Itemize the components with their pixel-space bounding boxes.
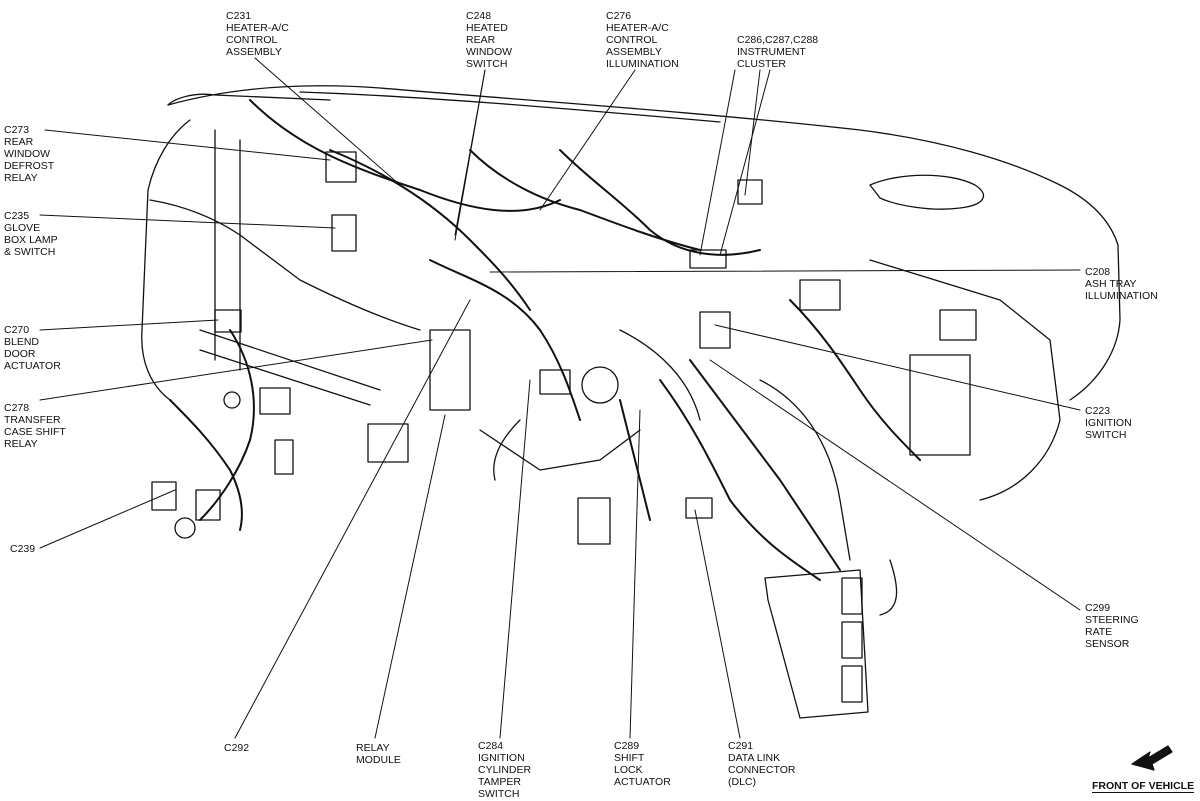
leader-lines <box>39 57 1081 739</box>
label-c292: C292 <box>224 742 250 754</box>
label-c239: C239 <box>10 543 36 555</box>
components <box>151 151 977 719</box>
wiring-harness <box>169 99 921 581</box>
front-of-vehicle-label: FRONT OF VEHICLE <box>1092 780 1195 793</box>
dashboard-outline <box>141 85 1121 616</box>
front-arrow-icon <box>1131 745 1173 771</box>
